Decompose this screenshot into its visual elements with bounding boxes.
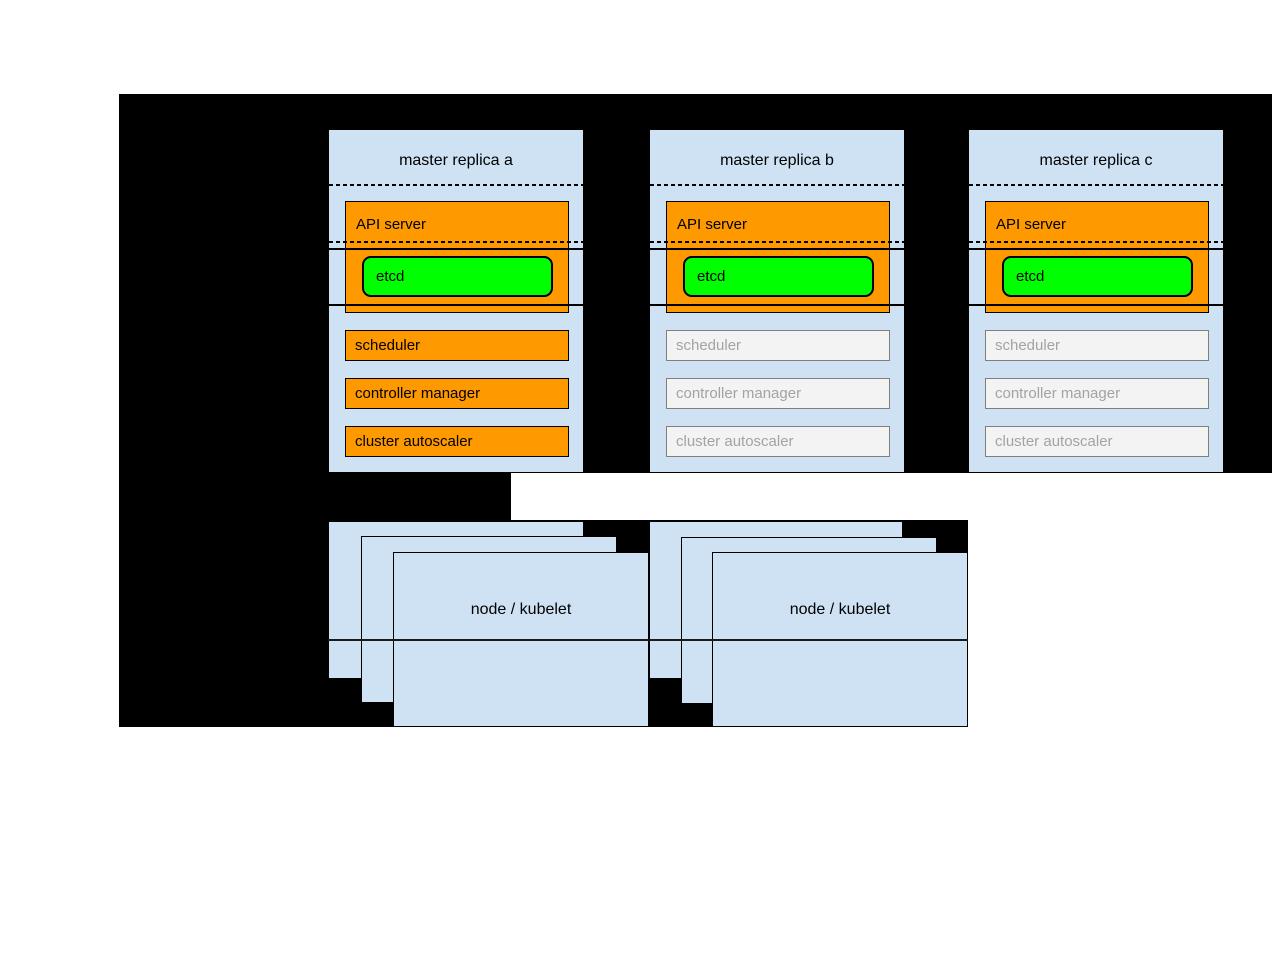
separator-solid-upper <box>969 248 1223 250</box>
controller-manager-box: controller manager <box>666 378 890 409</box>
cluster-autoscaler-box: cluster autoscaler <box>666 426 890 457</box>
master-replica-b-box: master replica b API server etcd schedul… <box>649 129 905 473</box>
controller-manager-box: controller manager <box>345 378 569 409</box>
separator-dashed-mid <box>650 241 904 243</box>
controller-manager-box: controller manager <box>985 378 1209 409</box>
master-replica-c-title: master replica c <box>1039 152 1153 169</box>
api-server-label: API server <box>677 215 748 233</box>
separator-dashed-title <box>969 184 1223 186</box>
scheduler-box: scheduler <box>345 330 569 361</box>
separator-solid-lower <box>329 304 583 306</box>
scheduler-box: scheduler <box>666 330 890 361</box>
master-replica-c-box: master replica c API server etcd schedul… <box>968 129 1224 473</box>
etcd-box: etcd <box>362 256 553 297</box>
separator-solid-upper <box>650 248 904 250</box>
node-connector-line <box>328 639 968 641</box>
api-server-label: API server <box>356 215 427 233</box>
separator-solid-lower <box>969 304 1223 306</box>
master-replica-a-title: master replica a <box>399 152 513 169</box>
separator-dashed-mid <box>969 241 1223 243</box>
separator-dashed-title <box>650 184 904 186</box>
etcd-box: etcd <box>683 256 874 297</box>
cluster-autoscaler-box: cluster autoscaler <box>345 426 569 457</box>
separator-solid-upper <box>329 248 583 250</box>
background-panel-strip <box>119 473 511 520</box>
master-replica-b-title: master replica b <box>720 152 834 169</box>
scheduler-box: scheduler <box>985 330 1209 361</box>
etcd-label: etcd <box>697 268 726 285</box>
etcd-label: etcd <box>1016 268 1045 285</box>
separator-dashed-mid <box>329 241 583 243</box>
cluster-autoscaler-box: cluster autoscaler <box>985 426 1209 457</box>
separator-solid-lower <box>650 304 904 306</box>
separator-dashed-title <box>329 184 583 186</box>
master-replica-a-box: master replica a API server etcd schedul… <box>328 129 584 473</box>
etcd-label: etcd <box>376 268 405 285</box>
node-kubelet-label: node / kubelet <box>789 601 891 618</box>
etcd-box: etcd <box>1002 256 1193 297</box>
node-kubelet-label: node / kubelet <box>470 601 572 618</box>
api-server-label: API server <box>996 215 1067 233</box>
